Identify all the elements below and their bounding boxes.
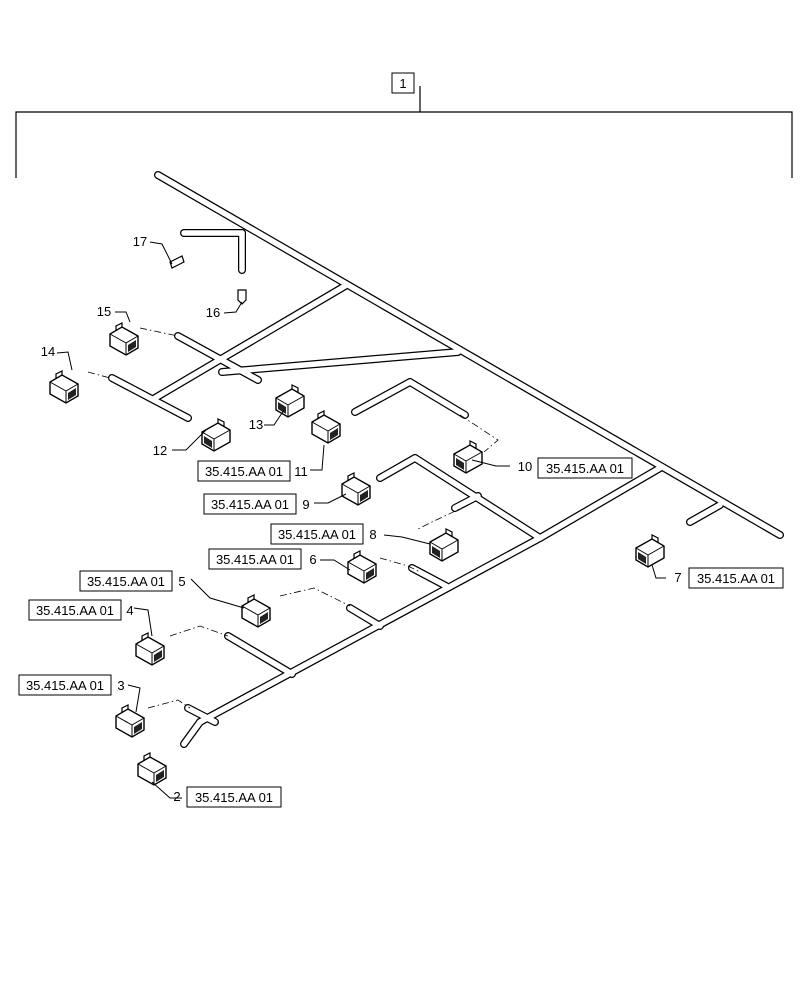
callout-12: 12 [153,443,167,458]
callout-17: 17 [133,234,147,249]
assembly-item-box [391,72,415,94]
callout-6: 6 [309,552,316,567]
callout-7: 7 [674,570,681,585]
callout-5: 5 [178,574,185,589]
ref-box-3 [18,674,112,696]
assembly-brace: 1 [15,72,793,178]
connector-11 [311,410,341,444]
ref-box-10 [537,457,633,479]
wire-segment [197,535,543,725]
wire-segment [155,172,783,538]
callout-9: 9 [302,497,309,512]
connector-14 [49,370,79,404]
callout-10: 10 [518,459,532,474]
connector-8 [429,528,459,562]
wire-segment [687,502,723,525]
connectors [49,255,665,786]
ref-text-3: 35.415.AA 01 [26,678,104,693]
connector-4 [135,632,165,666]
connector-5 [241,594,271,628]
reference-boxes: 35.415.AA 01 11 35.415.AA 01 9 35.415.AA… [18,457,784,808]
ref-box-11 [197,460,291,482]
callout-4: 4 [126,603,133,618]
wire-segment [219,349,461,375]
callout-15: 15 [97,304,111,319]
callout-11: 11 [294,464,308,479]
ref-box-4 [28,599,122,621]
assembly-item-number: 1 [399,76,406,91]
wire-segment [407,379,468,418]
ref-box-2 [186,786,282,808]
ref-text-5: 35.415.AA 01 [87,574,165,589]
connector-3 [115,704,145,738]
ref-box-9 [203,493,297,515]
connector-12 [201,418,231,452]
wire-segment [347,605,383,629]
ref-box-7 [688,567,784,589]
wire-segment [185,705,218,725]
ref-box-8 [270,523,364,545]
callout-16: 16 [206,305,220,320]
ref-box-6 [208,548,302,570]
wire-segment [152,283,348,401]
terminal-16 [237,289,247,305]
callout-13: 13 [249,417,263,432]
connector-2 [137,752,167,786]
wire-segment [225,633,295,677]
ref-box-5 [79,570,173,592]
wire-segment [109,375,191,421]
leader-lines [56,241,666,799]
wire-segment [181,719,203,747]
connector-13 [275,384,305,418]
ref-text-7: 35.415.AA 01 [697,571,775,586]
wire-segment [377,455,418,481]
ref-text-4: 35.415.AA 01 [36,603,114,618]
ref-text-8: 35.415.AA 01 [278,527,356,542]
callout-8: 8 [369,527,376,542]
connector-15 [109,322,139,356]
wire-segment [452,493,481,511]
connector-9 [341,472,371,506]
ref-text-10: 35.415.AA 01 [546,461,624,476]
connector-lines [87,327,499,709]
callout-14: 14 [41,344,55,359]
harness-wires [108,171,784,748]
callout-2: 2 [173,789,180,804]
ref-text-11: 35.415.AA 01 [205,464,283,479]
ref-text-9: 35.415.AA 01 [211,497,289,512]
connector-7 [635,534,665,568]
terminal-17 [169,255,185,269]
ref-text-6: 35.415.AA 01 [216,552,294,567]
wire-segment [352,379,413,415]
callouts: 17 16 15 14 12 13 [41,234,263,458]
callout-3: 3 [117,678,124,693]
ref-text-2: 35.415.AA 01 [195,790,273,805]
connector-6 [347,550,377,584]
connector-10 [453,440,483,474]
wire-segment [537,465,663,541]
